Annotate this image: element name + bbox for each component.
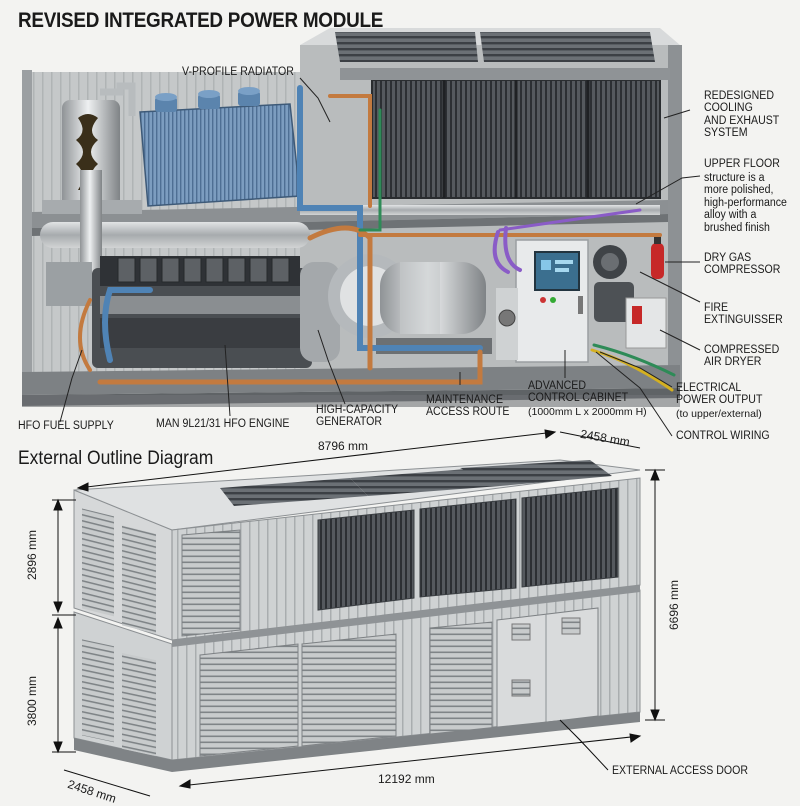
external-container — [73, 459, 641, 772]
compressed-air-dryer — [625, 297, 667, 349]
exhaust-pipe — [40, 222, 310, 248]
label-air-dryer: COMPRESSED AIR DRYER — [704, 344, 780, 369]
cooling-exhaust-system — [340, 68, 670, 199]
leader-lines-top — [59, 77, 701, 437]
dim-upper-height: 2896 mm — [25, 529, 39, 580]
cutaway-module — [22, 28, 682, 407]
section-subtitle: External Outline Diagram — [18, 448, 214, 469]
label-control-wiring: CONTROL WIRING — [676, 430, 770, 442]
control-cabinet-icon — [496, 239, 589, 363]
dim-base-length: 12192 mm — [378, 772, 435, 786]
label-upper-floor-desc: structure is a more polished, high-perfo… — [704, 172, 787, 234]
label-dry-gas: DRY GAS COMPRESSOR — [704, 252, 781, 277]
label-upper-floor-title: UPPER FLOOR — [704, 158, 780, 170]
label-control-cabinet-note: (1000mm L x 2000mm H) — [528, 406, 647, 418]
label-electrical: ELECTRICAL POWER OUTPUT — [676, 382, 763, 407]
gas-cylinder-icon — [593, 245, 634, 322]
label-fire: FIRE EXTINGUISSER — [704, 302, 783, 327]
label-radiator: V-PROFILE RADIATOR — [182, 66, 294, 78]
dim-total-height: 6696 mm — [667, 579, 681, 630]
dim-top-length: 8796 mm — [318, 439, 369, 453]
label-electrical-note: (to upper/external) — [676, 408, 762, 420]
label-fuel: HFO FUEL SUPPLY — [18, 420, 114, 432]
piping — [78, 85, 676, 392]
label-cooling: REDESIGNED COOLING AND EXHAUST SYSTEM — [704, 90, 780, 140]
label-generator: HIGH-CAPACITY GENERATOR — [316, 404, 399, 429]
v-profile-radiator — [139, 87, 301, 207]
label-maintenance: MAINTENANCE ACCESS ROUTE — [426, 394, 510, 419]
label-engine: MAN 9L21/31 HFO ENGINE — [156, 418, 290, 430]
label-control-cabinet: ADVANCED CONTROL CABINET — [528, 380, 629, 405]
page-title: REVISED INTEGRATED POWER MODULE — [18, 9, 384, 32]
dimension-lines — [52, 429, 665, 797]
fire-extinguisher-icon — [651, 236, 664, 279]
label-external-door: EXTERNAL ACCESS DOOR — [612, 765, 749, 777]
dim-lower-height: 3800 mm — [25, 675, 39, 726]
